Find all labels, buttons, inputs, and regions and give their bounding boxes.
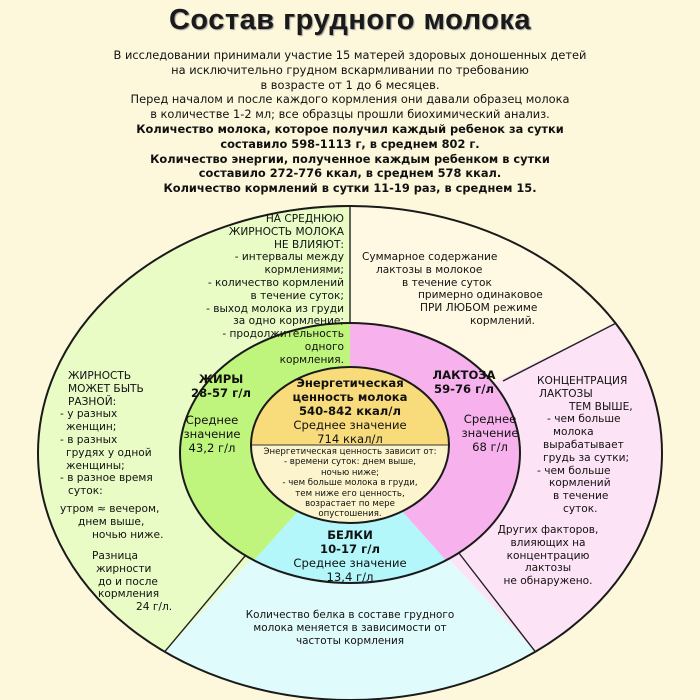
divider-bottom-right xyxy=(444,534,536,653)
protein-title: БЕЛКИ 10-17 г/л xyxy=(320,528,380,556)
energy-factors: Энергетическая ценность зависит от: - вр… xyxy=(263,447,437,520)
intro-line: на исключительно грудном вскармливании п… xyxy=(171,62,529,77)
center-bottom-half xyxy=(251,445,449,523)
fats-mean: Среднее значение 43,2 г/л xyxy=(183,413,241,455)
fats-difference-text: Разница жирности до и после кормления 24… xyxy=(92,550,173,614)
center-border xyxy=(250,366,450,524)
fats-range: 28-57 г/л xyxy=(191,386,251,400)
divider-top-right xyxy=(502,322,617,382)
intro-bold-line: составило 272-776 ккал, в среднем 578 кк… xyxy=(198,166,502,181)
intro-line: Перед началом и после каждого кормления … xyxy=(130,92,570,107)
center-top-half xyxy=(251,367,449,445)
intro-bold-line: Количество кормлений в сутки 11-19 раз, … xyxy=(163,181,537,196)
lactose-title: ЛАКТОЗА xyxy=(432,368,496,382)
lactose-range: 59-76 г/л xyxy=(434,382,494,396)
intro-line: в количестве 1-2 мл; все образцы прошли … xyxy=(150,107,550,122)
energy-title: Энергетическая ценность молока 540-842 к… xyxy=(292,376,408,418)
intro-line: в возрасте от 1 до 6 месяцев. xyxy=(260,77,440,92)
lactose-other-factors-text: Других факторов, влияющих на концентраци… xyxy=(497,524,599,588)
intro-bold-line: Количество энергии, полученное каждым ре… xyxy=(150,151,550,166)
protein-mean: Среднее значение 13,4 г/л xyxy=(293,556,407,584)
lactose-total-text: Суммарное содержание лактозы в молокое в… xyxy=(362,251,543,327)
lactose-concentration-text: КОНЦЕНТРАЦИЯ ЛАКТОЗЫ ТЕМ ВЫШЕ, - чем бол… xyxy=(537,375,633,515)
intro-line: В исследовании принимали участие 15 мате… xyxy=(113,48,587,62)
page-title: Состав грудного молока xyxy=(168,4,531,36)
inner-ring-border xyxy=(179,322,521,584)
fats-title: ЖИРЫ xyxy=(198,372,244,386)
energy-mean: Среднее значение 714 ккал/л xyxy=(293,418,407,446)
fats-variability-text: ЖИРНОСТЬ МОЖЕТ БЫТЬ РАЗНОЙ: - у разных ж… xyxy=(60,370,164,541)
intro-text: В исследовании принимали участие 15 мате… xyxy=(60,48,640,196)
lactose-mean: Среднее значение 68 г/л xyxy=(461,412,519,454)
intro-bold-line: Количество молока, которое получил кажды… xyxy=(136,121,564,136)
protein-note: Количество белка в составе грудного моло… xyxy=(245,609,455,647)
intro-bold-line: составило 598-1113 г, в среднем 802 г. xyxy=(220,136,480,151)
fats-no-influence-text: НА СРЕДНЮЮ ЖИРНОСТЬ МОЛОКА НЕ ВЛИЯЮТ: - … xyxy=(206,213,344,366)
